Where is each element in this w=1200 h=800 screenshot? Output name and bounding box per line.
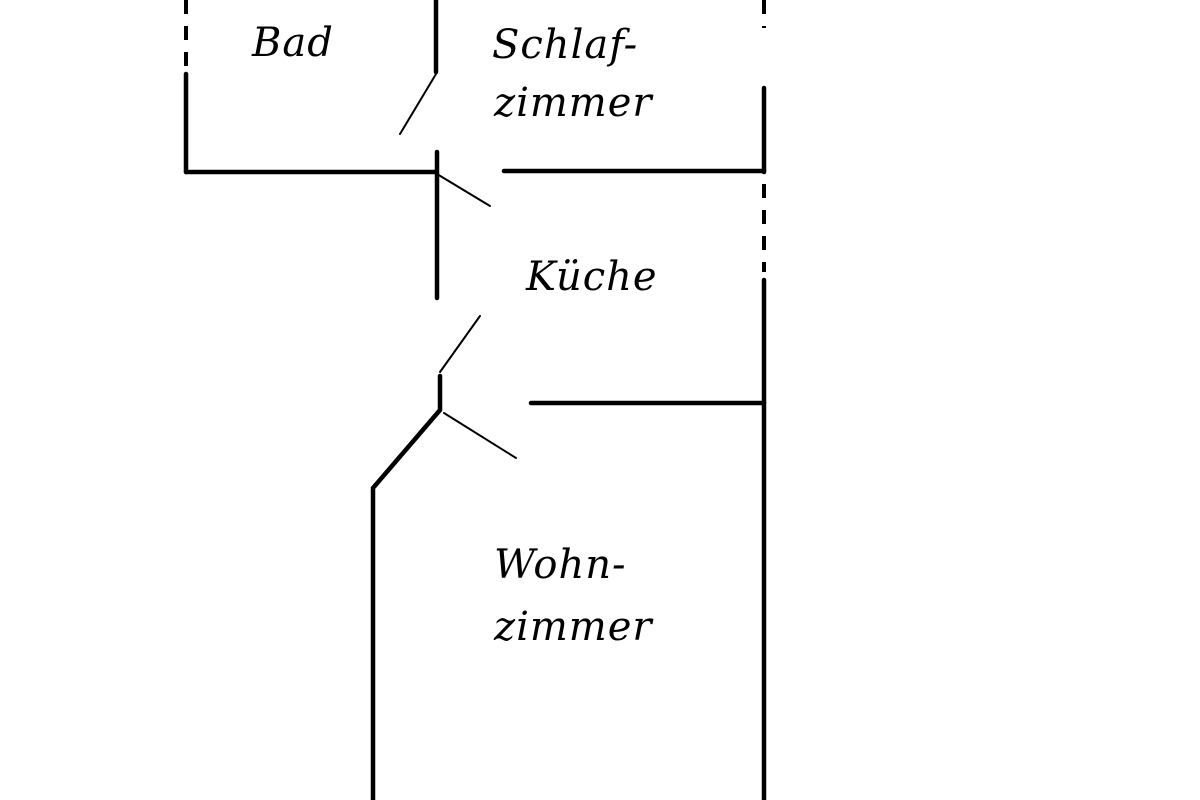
room-label-wohnzimmer-line1: Wohn-: [494, 542, 627, 588]
wohnzimmer-door: [443, 412, 517, 459]
kueche-door: [439, 315, 481, 373]
room-label-schlafzimmer-line1: Schlaf-: [492, 22, 638, 68]
room-label-schlafzimmer-line2: zimmer: [493, 80, 654, 126]
room-label-wohnzimmer-line2: zimmer: [493, 604, 654, 650]
schlafzimmer-door: [436, 173, 491, 207]
room-label-bad: Bad: [251, 20, 334, 66]
bad-door: [399, 73, 437, 135]
wohnzimmer-left-wall: [370, 373, 443, 800]
room-label-kueche: Küche: [525, 254, 658, 300]
